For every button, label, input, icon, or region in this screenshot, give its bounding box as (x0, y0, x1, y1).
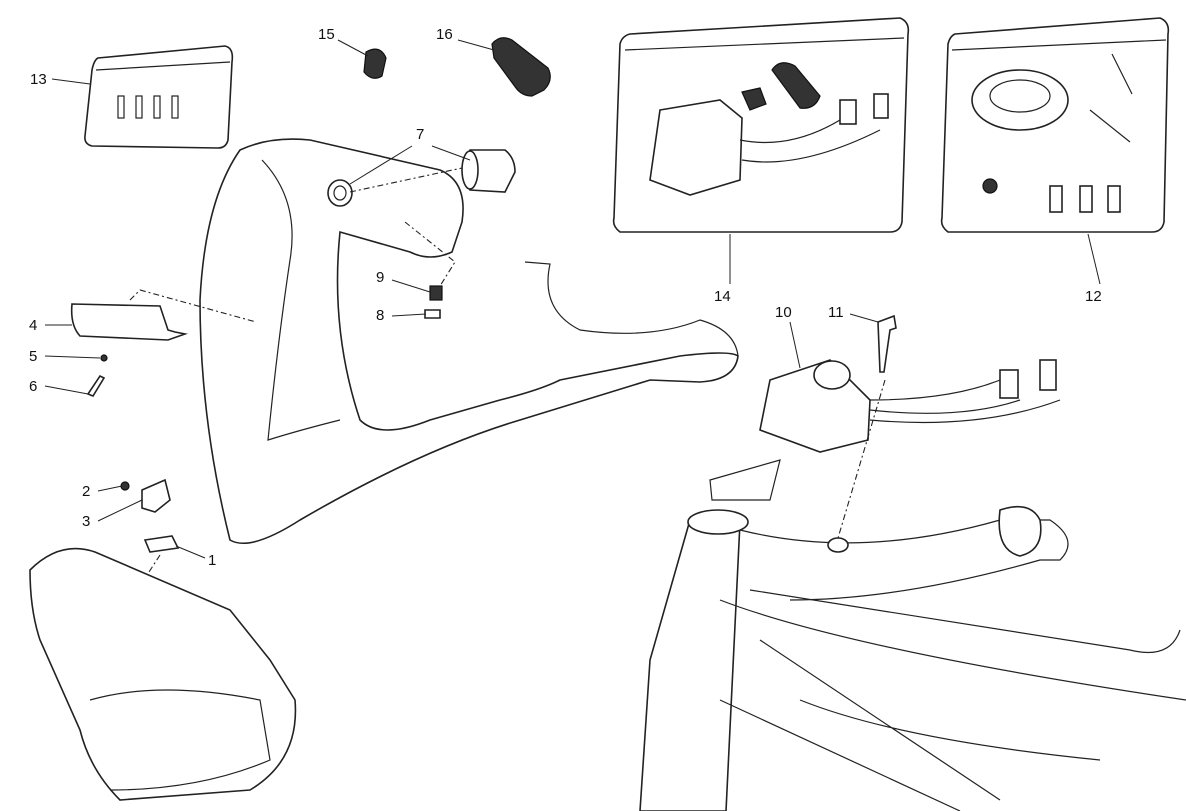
motorcycle-frame (639, 459, 1186, 811)
part-6-screw (86, 374, 106, 397)
part-1-gasket (143, 535, 180, 553)
part-5-washer (100, 354, 108, 362)
part-9-nut (429, 285, 443, 301)
callout-15: 15 (318, 26, 335, 43)
callout-16: 16 (436, 26, 453, 43)
callout-6: 6 (29, 378, 38, 395)
part-7-ignition-lock (327, 149, 516, 207)
callout-5: 5 (29, 348, 38, 365)
part-11-bolt (877, 314, 897, 373)
part-14-ignition-kit-card (612, 17, 910, 233)
callout-9: 9 (376, 269, 385, 286)
part-8-screw (424, 309, 441, 319)
part-12-fuel-cap-kit-card (940, 17, 1170, 233)
part-13-lock-kit-card (84, 45, 234, 149)
callout-1: 1 (208, 552, 217, 569)
callout-8: 8 (376, 307, 385, 324)
callout-10: 10 (775, 304, 792, 321)
callout-7: 7 (416, 126, 425, 143)
callout-3: 3 (82, 513, 91, 530)
callout-14: 14 (714, 288, 731, 305)
leader-lines (44, 39, 1101, 559)
part-3-sensor (141, 478, 171, 513)
front-fairing-support (199, 138, 739, 544)
part-16-key-fob (491, 37, 551, 97)
callout-12: 12 (1085, 288, 1102, 305)
callout-13: 13 (30, 71, 47, 88)
callout-11: 11 (828, 304, 844, 321)
lower-headlight-fairing (29, 547, 297, 801)
callout-2: 2 (82, 483, 91, 500)
part-15-key-blank (363, 48, 387, 79)
part-4-antenna-module (70, 303, 189, 341)
part-10-ignition-switch (759, 359, 1061, 453)
callout-4: 4 (29, 317, 38, 334)
part-2-screw (120, 481, 130, 491)
